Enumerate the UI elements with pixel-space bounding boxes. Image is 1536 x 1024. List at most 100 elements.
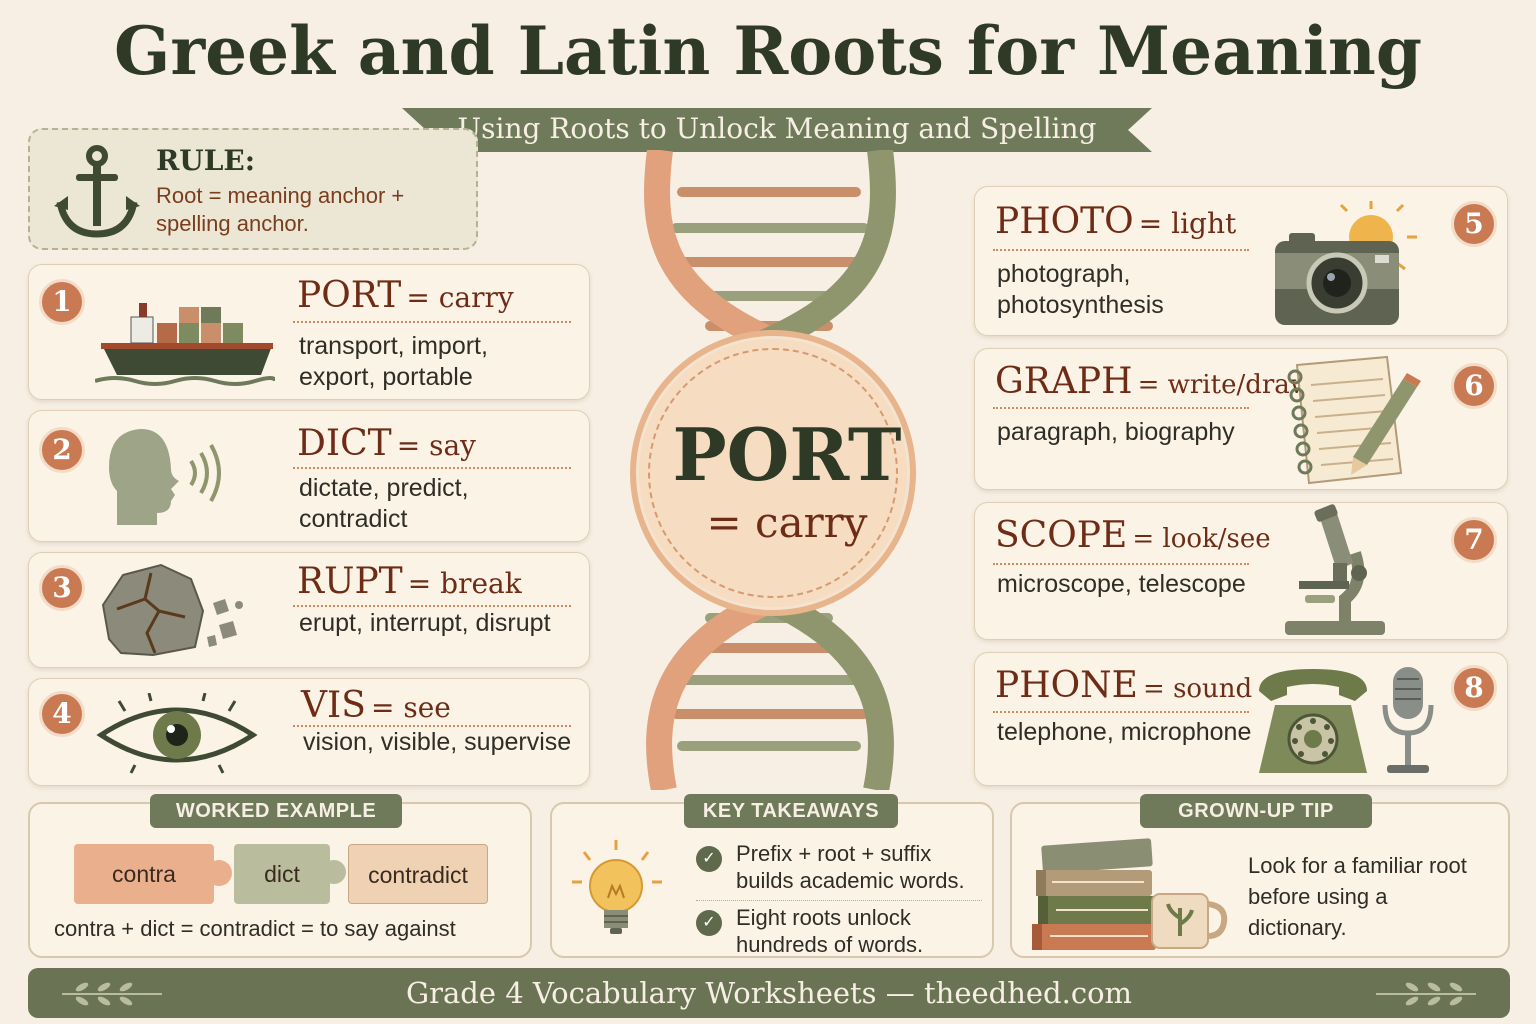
dotted-divider [993,249,1249,251]
card-number: 6 [1451,363,1497,409]
piece-label: dict [264,861,300,887]
telephone-microphone-icon [1259,667,1434,773]
root-meaning: = look/see [1132,524,1271,554]
takeaway-divider [696,900,982,901]
root-card-scope: SCOPE = look/see microscope, telescope 7 [974,502,1508,640]
microscope-icon [1285,504,1385,635]
grownup-tip-text: Look for a familiar root before using a … [1248,853,1467,940]
grownup-tip-panel: GROWN-UP TIP Look for a familiar root be… [1010,794,1510,958]
root-word: SCOPE [995,515,1128,556]
notepad-pencil-icon [1287,355,1421,485]
dotted-divider [993,407,1249,409]
card-number: 8 [1451,665,1497,711]
root-meaning: = write/draw [1137,370,1313,400]
takeaway-item: Prefix + root + suffix builds academic w… [736,841,965,893]
cracked-rock-icon [101,563,243,657]
dotted-divider [293,467,571,469]
dotted-divider [293,605,571,607]
puzzle-knob [322,860,346,884]
root-heading: PORT = carry [297,275,514,316]
root-examples: telephone, microphone [997,718,1252,746]
piece-label: contradict [368,862,468,888]
root-meaning: = see [370,691,451,724]
root-word: VIS [301,685,366,726]
root-examples: transport, import, export, portable [299,332,488,391]
root-examples: vision, visible, supervise [303,728,572,756]
key-takeaways-tab: KEY TAKEAWAYS [684,794,898,828]
footer-text: Grade 4 Vocabulary Worksheets — theedhed… [405,976,1133,1010]
center-inner-ring: PORT = carry [648,348,902,598]
root-word: PHOTO [995,201,1134,242]
footer-banner: Grade 4 Vocabulary Worksheets — theedhed… [28,968,1510,1018]
dotted-divider [293,321,571,323]
root-card-phone: PHONE = sound telephone, microphone 8 [974,652,1508,786]
root-card-vis: 4 VIS = see vision, visible, supervise [28,678,590,786]
grownup-tip-tab: GROWN-UP TIP [1140,794,1372,828]
root-examples: paragraph, biography [997,418,1235,446]
center-root-word: PORT [672,412,902,497]
card-number: 5 [1451,201,1497,247]
puzzle-piece-contra: contra [74,844,214,904]
check-icon: ✓ [696,846,722,872]
dotted-divider [993,563,1249,565]
check-icon: ✓ [696,910,722,936]
takeaway-item: Eight roots unlock hundreds of words. [736,905,924,957]
root-examples: microscope, telescope [997,570,1246,598]
laurel-right-icon [1376,982,1476,1006]
lightbulb-icon [572,840,662,934]
card-number: 7 [1451,517,1497,563]
worked-example-equation: contra + dict = contradict = to say agai… [54,916,456,941]
page-title: Greek and Latin Roots for Meaning [113,12,1423,90]
root-word: RUPT [297,561,403,602]
center-root-badge: PORT = carry [630,330,916,616]
center-root-meaning: = carry [706,498,868,547]
root-word: GRAPH [995,361,1133,402]
subtitle: Using Roots to Unlock Meaning and Spelli… [457,112,1097,145]
root-card-graph: GRAPH = write/draw paragraph, biography … [974,348,1508,490]
root-heading: DICT = say [297,423,476,464]
laurel-left-icon [62,982,162,1006]
root-card-photo: PHOTO = light photograph, photosynthesis… [974,186,1508,336]
card-number: 4 [39,691,85,737]
card-number: 1 [39,279,85,325]
cargo-ship-icon [95,303,275,386]
root-card-rupt: 3 RUPT = break erupt, interrupt, disrupt [28,552,590,668]
books-mug-icon [1032,838,1228,950]
piece-label: contra [112,861,176,887]
camera-sun-icon [1275,201,1417,325]
root-meaning: = sound [1143,674,1253,704]
subtitle-ribbon: Using Roots to Unlock Meaning and Spelli… [402,104,1152,156]
key-takeaways-panel: KEY TAKEAWAYS ✓ Prefix + root + suffix b… [550,794,994,958]
dotted-divider [993,711,1249,713]
speaking-head-icon [109,429,221,525]
root-meaning: = carry [406,281,514,314]
root-meaning: = break [407,567,522,600]
root-examples: photograph, photosynthesis [997,260,1164,319]
eye-icon [96,693,258,774]
root-card-dict: 2 DICT = say dictate, predict, contradic… [28,410,590,542]
puzzle-piece-contradict: contradict [348,844,488,904]
root-word: PHONE [995,665,1138,706]
root-word: DICT [297,423,392,464]
root-heading: PHONE = sound [995,665,1252,706]
root-heading: PHOTO = light [995,201,1236,242]
root-heading: VIS = see [301,685,451,726]
worked-example-tab: WORKED EXAMPLE [150,794,402,828]
card-number: 2 [39,427,85,473]
root-examples: erupt, interrupt, disrupt [299,609,551,637]
root-meaning: = say [396,429,476,462]
root-card-port: 1 PORT = carry transport, import, export… [28,264,590,400]
rule-label: RULE: [156,144,256,177]
puzzle-knob [206,860,232,886]
rule-text: Root = meaning anchor + spelling anchor. [156,183,405,236]
anchor-icon [54,145,140,238]
worked-example-panel: WORKED EXAMPLE contra dict contradict co… [28,794,532,958]
rule-box: RULE: Root = meaning anchor + spelling a… [28,128,478,250]
dotted-divider [293,725,571,727]
root-heading: SCOPE = look/see [995,515,1271,556]
root-heading: GRAPH = write/draw [995,361,1312,402]
root-examples: dictate, predict, contradict [299,474,469,533]
root-heading: RUPT = break [297,561,522,602]
root-word: PORT [297,275,402,316]
puzzle-piece-dict: dict [234,844,330,904]
